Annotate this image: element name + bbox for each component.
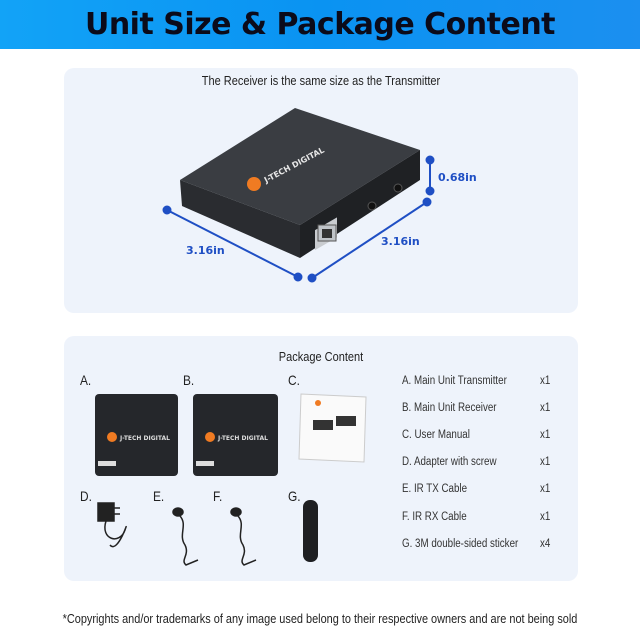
page-title: Unit Size & Package Content bbox=[84, 7, 556, 42]
power-adapter-image bbox=[97, 502, 127, 548]
list-item: G. 3M double-sided sticker bbox=[402, 538, 519, 550]
list-item: B. Main Unit Receiver bbox=[402, 402, 497, 414]
list-item-qty: x1 bbox=[540, 456, 551, 468]
label-a: A. bbox=[80, 372, 92, 388]
list-item: E. IR TX Cable bbox=[402, 483, 468, 495]
height-dimension: 0.68in bbox=[438, 171, 477, 184]
ir-out-jack bbox=[393, 183, 403, 193]
device-top bbox=[180, 108, 420, 225]
list-item-qty: x1 bbox=[540, 429, 551, 441]
transmitter-logo: J-TECH DIGITAL bbox=[119, 435, 170, 442]
label-b: B. bbox=[183, 372, 195, 388]
list-item: D. Adapter with screw bbox=[402, 456, 497, 468]
brand-logo-icon bbox=[247, 177, 261, 191]
list-item-qty: x1 bbox=[540, 511, 551, 523]
unit-size-caption: The Receiver is the same size as the Tra… bbox=[201, 74, 441, 88]
label-d: D. bbox=[80, 488, 92, 504]
device-left-side bbox=[180, 180, 300, 258]
list-item-qty: x1 bbox=[540, 483, 551, 495]
depth-dimension: 3.16in bbox=[381, 235, 420, 248]
list-item-qty: x1 bbox=[540, 402, 551, 414]
width-dimension: 3.16in bbox=[186, 244, 225, 257]
list-item-qty: x4 bbox=[540, 538, 551, 550]
label-f: F. bbox=[213, 488, 223, 504]
sticker-image bbox=[303, 500, 318, 562]
copyright-disclaimer: *Copyrights and/or trademarks of any ima… bbox=[62, 611, 578, 626]
ir-tx-cable-image bbox=[172, 507, 199, 566]
ir-in-jack bbox=[367, 201, 377, 211]
list-item: C. User Manual bbox=[402, 429, 470, 441]
list-item: A. Main Unit Transmitter bbox=[402, 375, 507, 387]
label-g: G. bbox=[288, 488, 301, 504]
dimension-lines bbox=[162, 155, 435, 283]
receiver-logo: J-TECH DIGITAL bbox=[217, 435, 268, 442]
user-manual-image bbox=[298, 393, 367, 463]
label-e: E. bbox=[153, 488, 165, 504]
label-c: C. bbox=[288, 372, 300, 388]
transmitter-image: J-TECH DIGITAL bbox=[95, 394, 178, 476]
header-banner: Unit Size & Package Content bbox=[0, 0, 640, 49]
list-item: F. IR RX Cable bbox=[402, 511, 467, 523]
package-title: Package Content bbox=[278, 350, 364, 364]
list-item-qty: x1 bbox=[540, 375, 551, 387]
receiver-image: J-TECH DIGITAL bbox=[193, 394, 278, 476]
ir-rx-cable-image bbox=[230, 507, 257, 566]
